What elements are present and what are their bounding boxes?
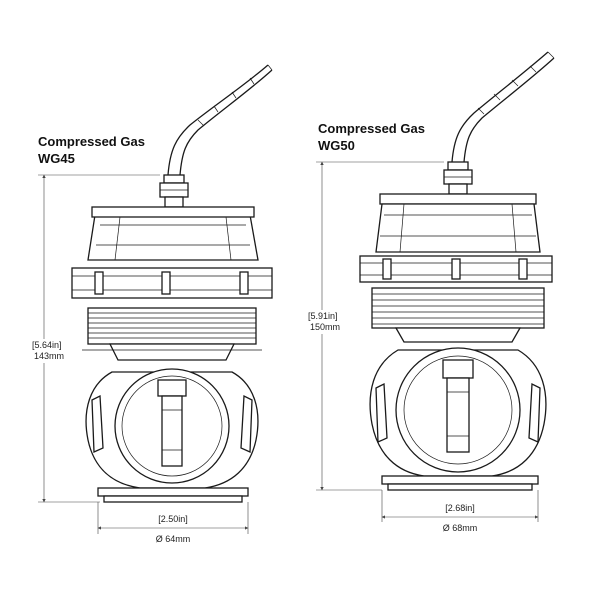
wg45-clamp-ring: [71, 267, 273, 299]
wg50-hose: [451, 51, 555, 163]
wg45-height-dimension: [5.64in] 143mm: [30, 174, 160, 503]
wg50-fins: [371, 287, 545, 343]
wg45-fitting: [159, 174, 189, 208]
wg45-width-mm: Ø 64mm: [156, 534, 191, 544]
wg50-height-mm: 150mm: [310, 322, 340, 332]
wg45-cap: [87, 206, 259, 261]
wg50-title-line2: WG50: [318, 138, 355, 153]
wg50-title-line1: Compressed Gas: [318, 121, 425, 136]
wg45-lower-body: [85, 368, 259, 503]
wg50-width-in: [2.68in]: [445, 503, 475, 513]
wg45-fins: [82, 307, 262, 361]
wg50-width-mm: Ø 68mm: [443, 523, 478, 533]
wg45-title-line2: WG45: [38, 151, 75, 166]
wg45-height-mm: 143mm: [34, 351, 64, 361]
wg45-width-in: [2.50in]: [158, 514, 188, 524]
wg50-height-in: [5.91in]: [308, 311, 338, 321]
wg50-clamp-ring: [359, 255, 553, 283]
wg50-fitting: [443, 161, 473, 195]
wg45-valve: Compressed Gas WG45: [30, 64, 273, 544]
wg45-title-line1: Compressed Gas: [38, 134, 145, 149]
wg50-valve: Compressed Gas WG50: [306, 51, 555, 533]
wg50-height-dimension: [5.91in] 150mm: [306, 161, 444, 491]
wg45-height-in: [5.64in]: [32, 340, 62, 350]
wg50-width-dimension: [2.68in] Ø 68mm: [381, 490, 539, 533]
wg50-lower-body: [369, 347, 547, 491]
wg45-width-dimension: [2.50in] Ø 64mm: [97, 502, 249, 544]
wg45-hose: [167, 64, 273, 176]
wg50-cap: [375, 193, 541, 253]
